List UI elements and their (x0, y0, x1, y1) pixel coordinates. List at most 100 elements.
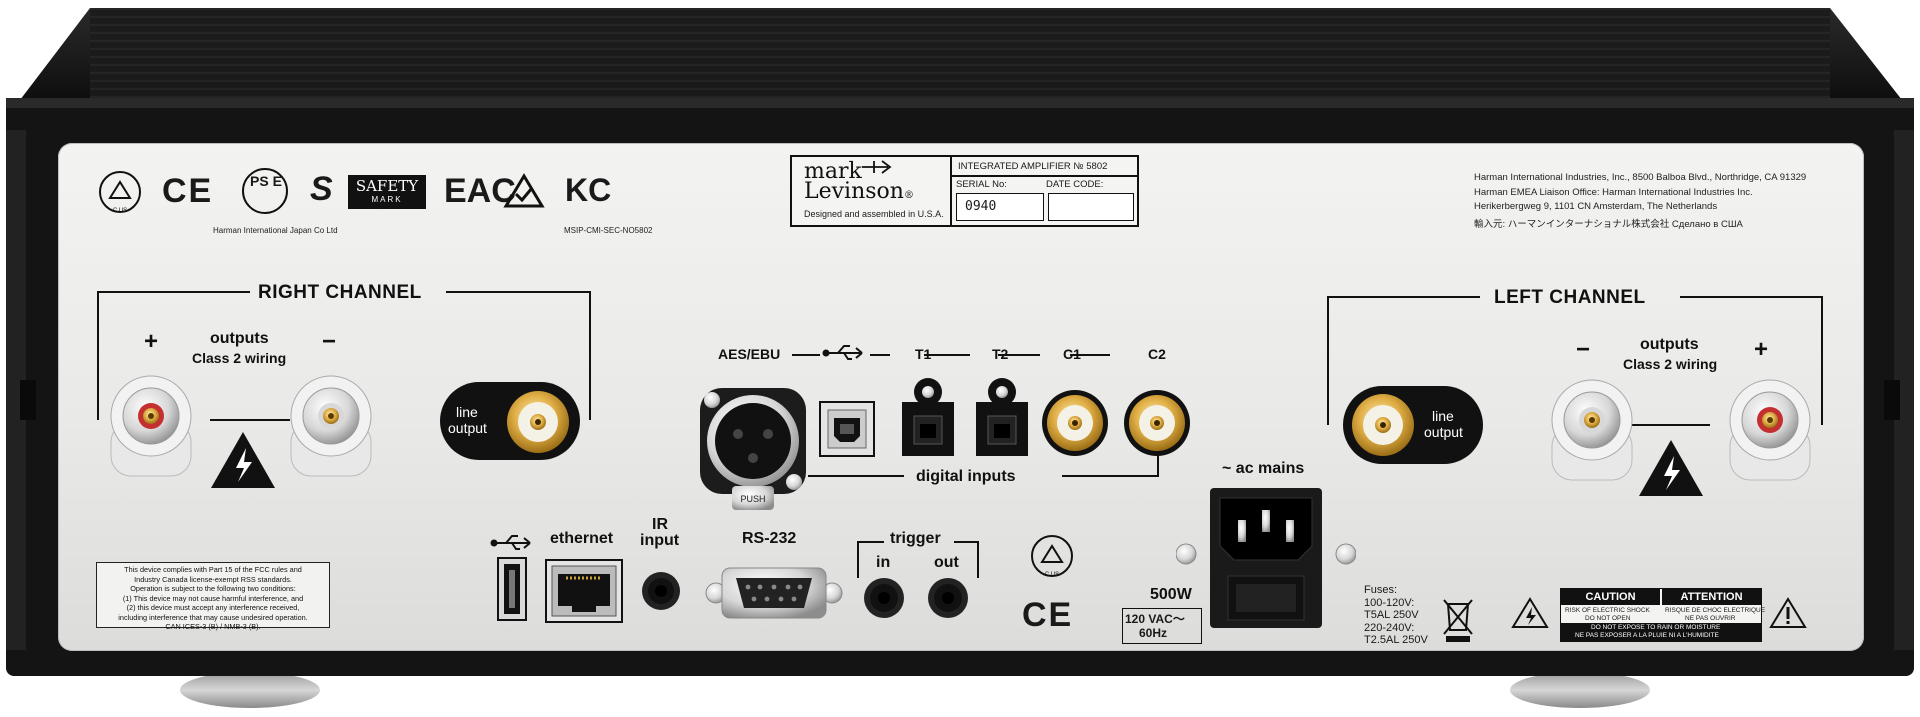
fuse-1-range: 100-120V: (1364, 597, 1415, 609)
left-minus-binding-post[interactable] (1546, 376, 1638, 486)
right-line-output-rca[interactable] (504, 388, 572, 456)
voltage-text: 120 VAC (1125, 612, 1173, 626)
ir-label-2: input (640, 532, 680, 549)
ir-label-1: IR (652, 516, 668, 533)
date-code-label: DATE CODE: (1046, 179, 1104, 190)
msip-text: MSIP-CMI-SEC-NO5802 (564, 226, 653, 235)
right-plus-symbol: + (144, 328, 159, 355)
left-output-label: output (1424, 424, 1463, 440)
pse-mark: PS E (250, 173, 282, 189)
caution-header: CAUTION (1561, 589, 1660, 605)
usb-b-port[interactable] (818, 400, 876, 458)
caution-label: CAUTION ATTENTION RISK OF ELECTRIC SHOCK… (1560, 588, 1765, 642)
left-line-label: line (1432, 408, 1454, 424)
csa-icon: C US (99, 171, 141, 214)
attention-header: ATTENTION (1662, 589, 1761, 605)
left-line-output-rca[interactable] (1349, 391, 1417, 459)
ac-mains-label: ~ ac mains (1222, 460, 1305, 477)
ethernet-label: ethernet (550, 530, 614, 547)
brand-mark: mark (804, 159, 862, 184)
label-plate: mark Levinson® Designed and assembled in… (790, 155, 1139, 227)
ce-mark-bottom: CE (1022, 596, 1074, 634)
right-line-label: line (456, 404, 478, 420)
right-plus-binding-post[interactable] (105, 372, 197, 482)
fuse-2-range: 220-240V: (1364, 622, 1415, 634)
harman-japan-text: Harman International Japan Co Ltd (213, 226, 338, 235)
digital-inputs-label: digital inputs (916, 468, 1016, 485)
trigger-in-label: in (876, 554, 891, 571)
c1-label: C1 (1063, 346, 1081, 362)
fuses-title: Fuses: (1364, 584, 1398, 596)
trigger-bracket (857, 541, 979, 578)
model-text: INTEGRATED AMPLIFIER № 5802 (958, 161, 1108, 172)
eac-mark: EAC (444, 172, 516, 210)
digital-label-line (792, 354, 1110, 356)
right-wiring-label: Class 2 wiring (192, 350, 287, 366)
right-minus-binding-post[interactable] (285, 372, 377, 482)
trigger-label: trigger (890, 530, 941, 547)
weee-bin-icon (1443, 599, 1473, 642)
designed-text: Designed and assembled in U.S.A. (804, 209, 944, 219)
iec-power-inlet[interactable] (1176, 484, 1356, 632)
brand-arrow-icon (862, 160, 892, 174)
right-channel-frame (97, 291, 591, 421)
left-outputs-label: outputs (1640, 336, 1699, 353)
fuse-2-rating: T2.5AL 250V (1364, 634, 1428, 646)
voltage-box: 120 VAC〜 60Hz (1122, 608, 1202, 644)
trigger-out-jack[interactable] (926, 576, 970, 620)
address-line-3: Herikerbergweg 9, 1101 CN Amsterdam, The… (1474, 201, 1718, 212)
t1-optical-input[interactable] (900, 372, 956, 458)
right-output-label: output (448, 420, 487, 436)
watts-label: 500W (1150, 586, 1192, 603)
address-line-4: 輸入元: ハーマンインターナショナル株式会社 Сделано в США (1474, 219, 1743, 230)
svg-text:C US: C US (113, 208, 127, 214)
svg-text:PUSH: PUSH (740, 494, 765, 504)
safety-mark-badge: SAFETY MARK (348, 175, 426, 209)
serial-value: 0940 (965, 199, 997, 214)
t2-label: T2 (992, 346, 1009, 362)
c1-coaxial-input[interactable] (1040, 388, 1110, 458)
pse-icon (242, 168, 288, 214)
left-plus-binding-post[interactable] (1724, 376, 1816, 486)
aes-ebu-label: AES/EBU (718, 346, 781, 362)
usb-a-port[interactable] (496, 556, 528, 622)
svg-text:C US: C US (1045, 572, 1059, 578)
left-plus-symbol: + (1754, 336, 1769, 363)
fcc-compliance-box: This device complies with Part 15 of the… (96, 562, 330, 631)
c2-label: C2 (1148, 346, 1166, 362)
trigger-out-label: out (934, 554, 959, 571)
rs232-label: RS-232 (742, 530, 797, 547)
right-outputs-label: outputs (210, 330, 269, 347)
right-shock-warning-icon (211, 432, 275, 488)
digital-inputs-bracket (808, 454, 1159, 477)
trigger-in-jack[interactable] (862, 576, 906, 620)
usb-a-icon (490, 535, 531, 550)
left-minus-symbol: − (1576, 336, 1591, 363)
serial-label: SERIAL No: (956, 179, 1007, 190)
left-channel-frame (1327, 296, 1823, 426)
address-line-1: Harman International Industries, Inc., 8… (1474, 172, 1807, 183)
kc-mark: KC (565, 172, 612, 208)
s-mark-icon: S (310, 170, 333, 208)
frequency-text: 60Hz (1139, 626, 1168, 640)
right-channel-title: RIGHT CHANNEL (258, 282, 422, 303)
rcm-icon (503, 173, 545, 208)
aes-ebu-xlr-connector[interactable]: PUSH (694, 382, 812, 516)
csa-bottom-icon: C US (1031, 535, 1073, 578)
ce-mark-top: CE (162, 172, 214, 210)
c2-coaxial-input[interactable] (1122, 388, 1192, 458)
address-line-2: Harman EMEA Liaison Office: Harman Inter… (1474, 187, 1753, 198)
left-wiring-label: Class 2 wiring (1623, 356, 1718, 372)
usb-icon (822, 345, 863, 360)
fuse-1-rating: T5AL 250V (1364, 609, 1419, 621)
ir-input-jack[interactable] (640, 570, 682, 612)
left-shock-warning-icon (1639, 440, 1703, 496)
rs232-port[interactable] (704, 562, 844, 624)
shock-warning-small-icon (1511, 597, 1549, 628)
t2-optical-input[interactable] (974, 372, 1030, 458)
right-minus-symbol: − (322, 328, 337, 355)
ethernet-port[interactable] (544, 558, 624, 624)
left-channel-title: LEFT CHANNEL (1494, 287, 1646, 308)
serial-box: 0940 (956, 193, 1044, 221)
caution-triangle-icon (1769, 597, 1807, 628)
